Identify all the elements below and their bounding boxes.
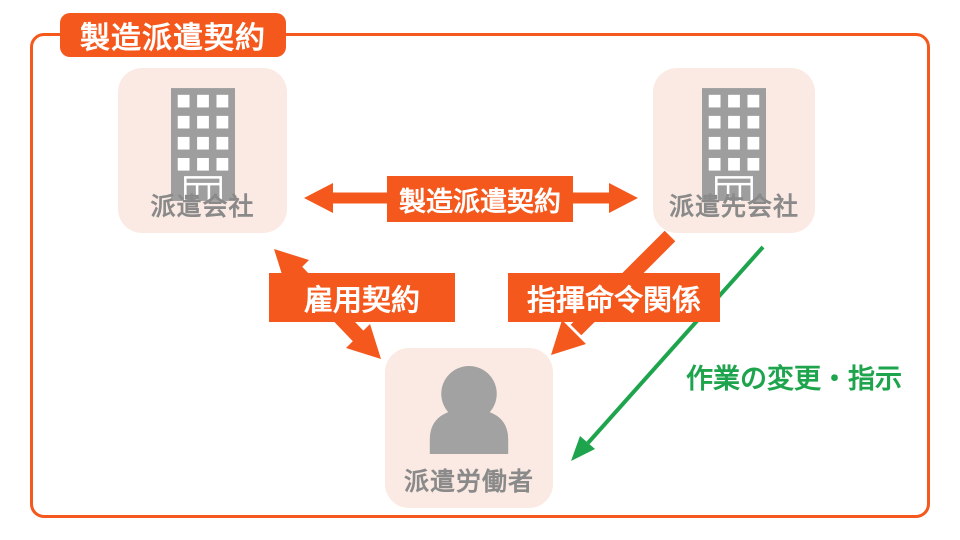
node-label-dispatch-agency: 派遣会社 — [150, 193, 255, 221]
contract-arrow-label: 製造派遣契約 — [387, 176, 573, 222]
title-badge: 製造派遣契約 — [60, 13, 286, 57]
contract-label-text: 製造派遣契約 — [399, 186, 561, 217]
title-badge-label: 製造派遣契約 — [80, 22, 266, 55]
node-dispatch-agency: 派遣会社 — [118, 68, 287, 233]
diagram-border — [30, 33, 930, 518]
command-label-text: 指揮命令関係 — [526, 284, 701, 317]
building-icon — [170, 88, 235, 201]
node-client-company: 派遣先会社 — [653, 68, 815, 233]
building-icon — [702, 88, 766, 201]
person-icon — [429, 366, 509, 454]
employment-arrow-label: 雇用契約 — [269, 273, 455, 322]
employment-label-text: 雇用契約 — [303, 284, 420, 317]
instruction-arrow — [571, 245, 765, 461]
node-label-dispatched-worker: 派遣労働者 — [403, 468, 534, 496]
instruction-annotation: 作業の変更・指示 — [686, 364, 902, 394]
node-dispatched-worker: 派遣労働者 — [385, 348, 553, 508]
node-label-client-company: 派遣先会社 — [668, 193, 799, 221]
command-arrow-label: 指揮命令関係 — [508, 273, 720, 322]
